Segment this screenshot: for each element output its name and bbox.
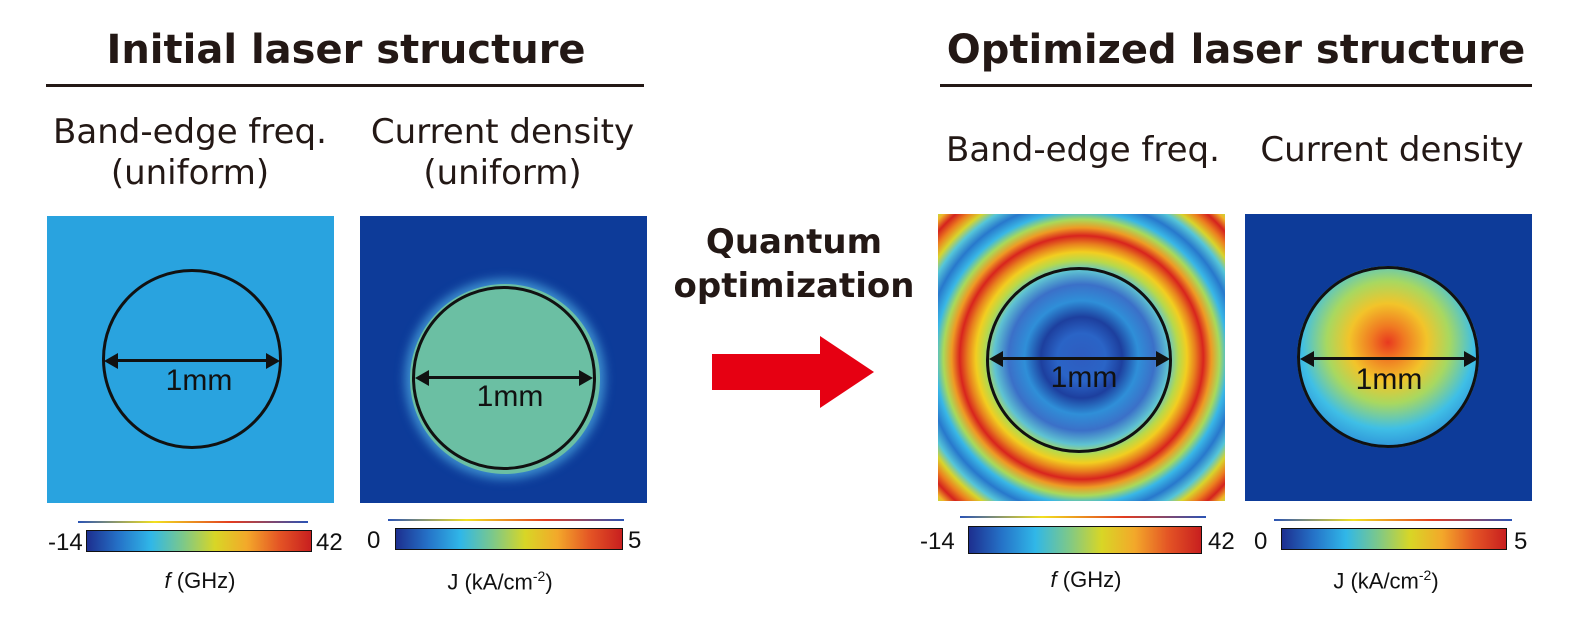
diameter-line [426,376,580,379]
initial-current-cbar-shadow [388,519,624,521]
initial-band-cbar-unit: f (GHz) [130,568,270,594]
optimized-current-diameter: 1mm [1355,363,1423,396]
diameter-line [115,359,267,362]
initial-band-label: Band-edge freq. (uniform) [20,112,360,194]
diameter-line [1000,357,1158,360]
initial-current-label-line2: (uniform) [423,152,582,193]
quantum-label-line1: Quantum [705,222,883,262]
initial-current-diameter: 1mm [476,380,544,413]
diameter-arrow-right-icon [266,353,280,369]
optimized-title: Optimized laser structure [946,27,1526,73]
quantum-label-line2: optimization [673,266,915,307]
optimized-band-cbar-shadow [960,516,1206,518]
optimized-current-label: Current density [1260,130,1524,170]
initial-current-colorbar [395,528,623,550]
aperture-circle [102,269,282,449]
initial-band-cbar-min: -14 [48,529,83,556]
right-arrow-icon [712,336,874,408]
initial-title: Initial laser structure [106,27,586,73]
initial-current-label-line1: Current density [370,112,635,152]
current-unit-close: ) [1431,568,1439,594]
optimized-current-map: 1mm [1245,214,1532,501]
optimized-current-colorbar [1281,528,1507,550]
optimized-current-cbar-unit: J (kA/cm-2) [1296,567,1476,594]
optimized-band-cbar-min: -14 [920,528,955,555]
freq-unit: (GHz) [1056,567,1122,592]
diameter-arrow-right-icon [579,370,593,386]
freq-symbol: f [1050,567,1057,592]
current-unit-exponent: -2 [1418,567,1432,583]
initial-band-cbar-max: 42 [316,529,343,556]
optimized-current-cbar-min: 0 [1254,528,1268,555]
initial-band-diameter: 1mm [165,364,233,397]
optimized-band-cbar-max: 42 [1208,528,1235,555]
initial-current-cbar-max: 5 [628,527,642,554]
quantum-optimization-label: Quantum optimization [668,220,920,308]
diameter-arrow-left-icon [1300,351,1314,367]
aperture-circle [412,286,596,470]
initial-band-map: 1mm [47,216,334,503]
diameter-arrow-right-icon [1464,351,1478,367]
optimized-current-cbar-shadow [1274,519,1512,521]
current-unit-base: J (kA/cm [1333,568,1419,594]
optimized-current-cbar-max: 5 [1514,528,1528,555]
initial-current-map: 1mm [360,216,647,503]
initial-band-label-line2: (uniform) [110,152,270,193]
diameter-arrow-left-icon [989,351,1003,367]
right-arrow-shape [712,336,874,408]
initial-title-rule [46,84,644,87]
optimized-band-diameter: 1mm [1050,361,1118,394]
optimized-band-colorbar [968,526,1202,554]
initial-band-label-line1: Band-edge freq. [53,112,327,152]
initial-current-cbar-min: 0 [367,527,381,554]
optimized-title-rule [940,84,1532,87]
freq-symbol: f [164,568,171,593]
optimized-band-cbar-unit: f (GHz) [1016,567,1156,593]
diameter-arrow-right-icon [1156,351,1170,367]
initial-current-cbar-unit: J (kA/cm-2) [410,568,590,595]
current-unit-close: ) [545,569,553,595]
diameter-arrow-left-icon [104,353,118,369]
current-unit-base: J (kA/cm [447,569,533,595]
diameter-arrow-left-icon [415,370,429,386]
aperture-circle [986,267,1172,453]
optimized-band-label: Band-edge freq. [946,130,1220,170]
initial-band-colorbar [86,530,312,552]
initial-current-label: Current density (uniform) [345,112,660,194]
freq-unit: (GHz) [170,568,236,593]
initial-band-cbar-shadow [78,521,308,523]
optimized-band-map: 1mm [938,214,1225,501]
current-unit-exponent: -2 [532,568,546,584]
diameter-line [1311,357,1465,360]
